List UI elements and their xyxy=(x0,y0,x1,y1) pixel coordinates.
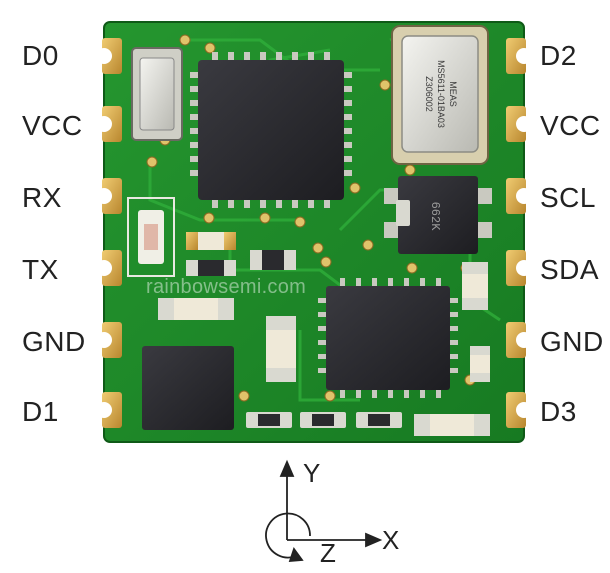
z-rotation-arc xyxy=(265,512,311,559)
axis-diagram xyxy=(265,459,383,563)
crystal-oscillator xyxy=(131,47,183,141)
pin-label-d0: D0 xyxy=(22,40,59,71)
bottom-left-ic-chip xyxy=(142,346,234,430)
main-ic-chip xyxy=(190,52,352,208)
axis-label-x: X xyxy=(382,525,400,555)
pin-label-gnd-right: GND xyxy=(540,326,604,357)
pin-label-tx: TX xyxy=(22,254,59,285)
status-led xyxy=(127,197,175,277)
sensor-marking-3: Z306002 xyxy=(424,76,434,112)
pin-label-d3: D3 xyxy=(540,396,577,427)
sensor-marking-2: MS5611-01BA03 xyxy=(436,60,446,128)
y-axis-arrowhead xyxy=(279,459,295,477)
pin-label-gnd-left: GND xyxy=(22,326,86,357)
regulator-marking: 662K xyxy=(428,202,442,232)
watermark-text: rainbowsemi.com xyxy=(146,276,307,298)
x-axis-arrowhead xyxy=(365,532,383,548)
pin-label-sda: SDA xyxy=(540,254,600,285)
pressure-sensor: MEAS MS5611-01BA03 Z306002 xyxy=(391,25,489,165)
pin-label-rx: RX xyxy=(22,182,62,213)
pin-label-vcc-right: VCC xyxy=(540,110,601,141)
z-rotation-arrowhead xyxy=(288,547,304,563)
pin-label-d2: D2 xyxy=(540,40,577,71)
pin-label-d1: D1 xyxy=(22,396,59,427)
edge-pads xyxy=(96,38,532,428)
pin-label-vcc-left: VCC xyxy=(22,110,83,141)
secondary-ic-chip xyxy=(318,278,458,398)
regulator-chip: 662K xyxy=(384,176,492,254)
smd-passives xyxy=(158,200,490,436)
pin-label-scl: SCL xyxy=(540,182,596,213)
axis-label-y: Y xyxy=(303,458,321,488)
sensor-marking-1: MEAS xyxy=(448,81,458,107)
axis-label-z: Z xyxy=(320,538,336,568)
